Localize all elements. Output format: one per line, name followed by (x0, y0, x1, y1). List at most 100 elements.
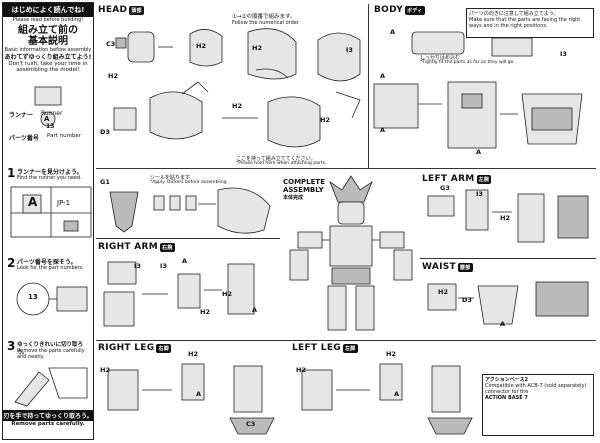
legend-diagram (34, 86, 62, 127)
right-arm-label-h2: H2 (200, 308, 210, 316)
head-label-g1: G1 (100, 178, 110, 186)
part-number-diagram (16, 282, 88, 316)
right-arm-label-h2b: H2 (222, 290, 232, 298)
divider-right-leg (96, 340, 280, 341)
step-2-number: 2 (7, 256, 16, 270)
waist-section-title: WAIST 腰部 (422, 262, 473, 272)
body-label-a11: A (380, 126, 386, 134)
legend-box (25, 83, 75, 143)
footer-en: Remove parts carefully. (11, 421, 85, 427)
divider-top-row (96, 168, 596, 169)
step-1-en: Find the runner you need. (17, 175, 82, 181)
body-orientation-note: パーツの向きに注意して組み立てよう。 Make sure that the pa… (466, 8, 594, 38)
body-title-en: BODY (374, 5, 404, 15)
divider-head-body (368, 4, 369, 169)
left-arm-section-title: LEFT ARM 左腕 (422, 174, 492, 184)
footer-jp: 刃を手で持ってゆっくり取ろう。 (3, 410, 93, 421)
body-note-en: Make sure that the parts are facing the … (469, 17, 581, 29)
head-label-h2-a: H2 (108, 72, 118, 80)
head-label-h2-e: H2 (320, 116, 330, 124)
caution-en: Don't rush; take your time in assembling… (8, 61, 88, 73)
head-hold-note-jp: ここを持って組み立ててください。 (236, 156, 316, 162)
complete-assembly-diagram (289, 175, 413, 331)
left-leg-label-a: A (394, 390, 400, 398)
body-note-jp: パーツの向きに注意して組み立てよう。 (469, 11, 559, 17)
head-assembly-diagram (113, 28, 361, 148)
legend-part-en: Part number (47, 133, 82, 139)
waist-title-jp: 腰部 (457, 262, 473, 272)
left-leg-title-jp: 左脚 (342, 343, 358, 353)
legend-runner-jp: ランナー (9, 112, 34, 119)
step-2-en: Look for the part numbers. (17, 265, 85, 271)
right-arm-label-i3: I3 (134, 262, 141, 270)
legend-number: 13 (46, 123, 55, 130)
head-label-h2-d: H2 (232, 102, 242, 110)
head-label-i3: I3 (346, 46, 353, 54)
complete-assembly-title: COMPLETE ASSEMBLY 本体完成 (283, 178, 325, 202)
right-arm-diagram (103, 261, 255, 327)
waist-label-h2: H2 (438, 288, 448, 296)
right-leg-label-h2: H2 (100, 366, 110, 374)
body-label-a10: A (380, 72, 386, 80)
right-arm-label-a2: A (252, 306, 258, 314)
read-first-header: はじめによく読んでね! (3, 3, 93, 17)
part-number-callout: 13 (28, 293, 38, 301)
head-title-jp: 頭部 (129, 5, 144, 15)
head-label-c3: C3 (106, 40, 116, 48)
legend-letter: A (44, 115, 50, 123)
head-label-h2-b: H2 (196, 42, 206, 50)
left-arm-title-en: LEFT ARM (422, 174, 475, 184)
waist-label-a: A (500, 320, 506, 328)
right-leg-diagram (107, 363, 275, 435)
right-arm-label-i3b: I3 (160, 262, 167, 270)
body-assembly-diagram (373, 31, 583, 149)
body-section-title: BODY ボディ (374, 5, 425, 15)
left-arm-label-i3: I3 (476, 190, 483, 198)
step-3-en: Remove the parts carefully and neatly. (17, 348, 85, 360)
left-leg-title-en: LEFT LEG (292, 343, 341, 353)
right-arm-label-a: A (182, 257, 188, 265)
complete-en-1: COMPLETE (283, 178, 325, 186)
waist-label-d3: D3 (462, 296, 472, 304)
complete-en-2: ASSEMBLY (283, 186, 324, 194)
body-label-i3: I3 (560, 50, 567, 58)
right-leg-section-title: RIGHT LEG 右脚 (98, 343, 172, 353)
step-3-number: 3 (7, 339, 16, 353)
waist-diagram (427, 281, 589, 325)
body-fit-note-en: *Tightly fit the parts as far as they wi… (420, 60, 515, 65)
right-leg-label-a: A (196, 390, 202, 398)
sticker-note-en: *Apply stickers before assembling (150, 180, 227, 185)
divider-right-arm (96, 238, 280, 239)
basic-title-1: 組み立て前の (18, 25, 78, 36)
divider-left-leg (280, 340, 596, 341)
head-order-note-jp: ①→②の順番で組みます。 (232, 14, 296, 20)
sticker-note-jp: シールを貼ります (150, 175, 191, 181)
left-leg-diagram (301, 363, 473, 435)
divider-waist (420, 258, 596, 259)
basic-info-panel: はじめによく読んでね! Please read before building!… (2, 2, 94, 440)
action-base-line2: connector for the (485, 389, 529, 395)
caution-jp: あわてずゆっくり組み立てよう! (4, 54, 92, 61)
step-2-jp: パーツ番号を探そう。 (17, 259, 77, 266)
right-leg-label-c3: C3 (246, 420, 256, 428)
body-title-jp: ボディ (405, 5, 425, 15)
step-1-jp: ランナーを見分けよう。 (17, 169, 83, 176)
action-base-line3: ACTION BASE 7 (485, 395, 528, 401)
right-arm-title-jp: 右腕 (160, 242, 175, 252)
legend-part-jp: パーツ番号 (9, 135, 39, 142)
left-leg-label-h2b: H2 (386, 350, 396, 358)
action-base-en: Compatible with ACB-7 (sold separately) (485, 383, 587, 389)
step-1-number: 1 (7, 166, 16, 180)
waist-title-en: WAIST (422, 262, 456, 272)
head-hold-note-en: *Please hold here when attaching parts. (236, 161, 327, 166)
action-base-jp: アクションベース2 (485, 377, 528, 383)
right-arm-section-title: RIGHT ARM 右腕 (98, 242, 175, 252)
legend-runner-en: Runner (41, 110, 63, 117)
head-label-d3: D3 (100, 128, 110, 136)
head-label-h2-c: H2 (252, 44, 262, 52)
left-arm-title-jp: 左腕 (476, 174, 492, 184)
action-base-note: アクションベース2 Compatible with ACB-7 (sold se… (482, 374, 594, 436)
sticker-diagram (109, 187, 271, 234)
basic-info-en: Basic information before assembly (4, 47, 92, 53)
cutting-diagram (14, 367, 88, 407)
